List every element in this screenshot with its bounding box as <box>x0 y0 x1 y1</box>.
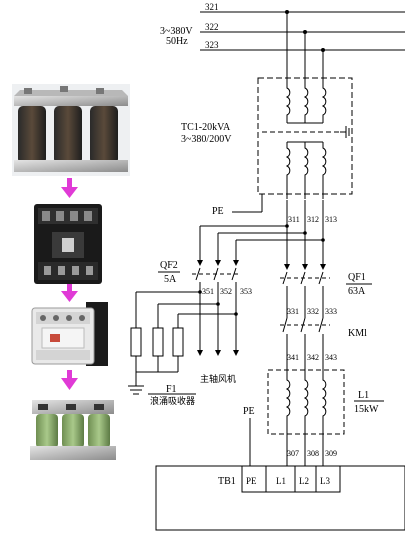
reactor-box <box>267 369 345 435</box>
wire-label: 341 <box>287 353 299 362</box>
wire-label: 331 <box>287 307 299 316</box>
wire-label: 353 <box>240 287 252 296</box>
wire-label: 332 <box>307 307 319 316</box>
reactor-coils <box>285 376 327 466</box>
transformer-photo <box>12 84 130 176</box>
wire-label: 333 <box>325 307 337 316</box>
ground-icon <box>128 372 144 395</box>
transformer-secondary-coils <box>285 141 327 199</box>
wire-label: 321 <box>205 2 219 12</box>
wire-label: 342 <box>307 353 319 362</box>
wire-label: 312 <box>307 215 319 224</box>
reactor-photo <box>30 400 116 460</box>
pe-wire <box>232 194 263 213</box>
pe-label: PE <box>212 206 224 217</box>
wire-label: 313 <box>325 215 337 224</box>
pe-label: PE <box>243 406 255 417</box>
terminal-strip <box>241 465 341 493</box>
km-name: KMl <box>348 328 367 339</box>
filter-name: F1 <box>166 384 177 395</box>
fan-label: 主轴风机 <box>200 373 236 385</box>
transformer-name: TC1-20kVA <box>181 122 231 133</box>
surge-absorber <box>130 327 184 357</box>
terminal-pin: PE <box>246 476 257 486</box>
reactor-name: L1 <box>358 390 369 401</box>
wire-label: 323 <box>205 40 219 50</box>
circuit-lines <box>200 11 405 84</box>
supply-frequency: 50Hz <box>166 36 188 47</box>
terminal-pin: L3 <box>320 476 330 486</box>
shield-ground-icon <box>340 126 353 138</box>
terminal-pin: L2 <box>299 476 309 486</box>
terminal-pin: L1 <box>276 476 286 486</box>
wire-label: 309 <box>325 449 337 458</box>
qf2-name: QF2 <box>160 260 178 271</box>
qf1-name: QF1 <box>348 272 366 283</box>
filter-description: 浪涌吸收器 <box>150 395 195 407</box>
wire-label: 352 <box>220 287 232 296</box>
qf2-breaker <box>135 267 240 373</box>
transformer-primary-coils <box>285 84 327 124</box>
km-contactor <box>280 317 330 376</box>
qf1-rating: 63A <box>348 286 366 297</box>
wire-label: 311 <box>288 215 300 224</box>
wire-label: 343 <box>325 353 337 362</box>
wire-label: 307 <box>287 449 299 458</box>
transformer-ratio: 3~380/200V <box>181 134 232 145</box>
wire-label: 322 <box>205 22 219 32</box>
arrow-down-icon <box>61 370 78 390</box>
wire-label: 351 <box>202 287 214 296</box>
arrow-down-icon <box>61 178 78 198</box>
qf2-rating: 5A <box>164 274 177 285</box>
secondary-bus <box>199 200 324 268</box>
wire-label: 308 <box>307 449 319 458</box>
qf1-breaker <box>280 271 330 318</box>
contactor-photo <box>31 302 108 366</box>
reactor-rating: 15kW <box>354 404 379 415</box>
arrow-down-icon <box>61 284 78 302</box>
breaker-photo <box>34 204 102 284</box>
terminal-name: TB1 <box>218 476 236 487</box>
supply-voltage: 3~380V <box>160 26 193 37</box>
